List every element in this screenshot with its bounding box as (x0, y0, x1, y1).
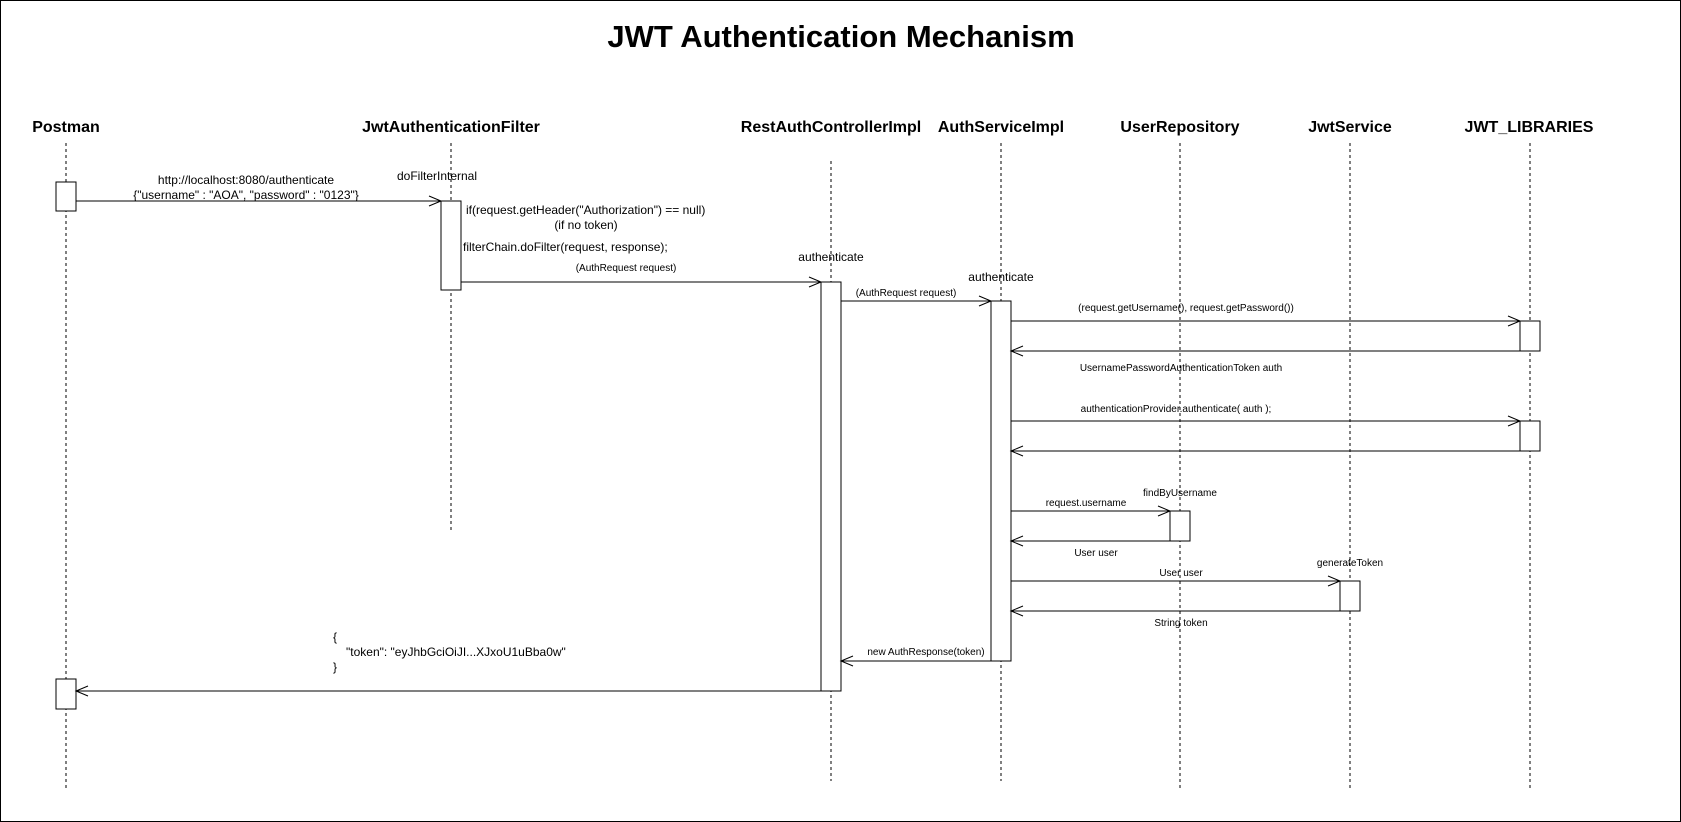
operation-do-filter-internal: doFilterInternal (397, 169, 477, 183)
activation-postman-request (55, 181, 77, 212)
activation-jwt-service (1339, 580, 1361, 612)
diagram-title: JWT Authentication Mechanism (607, 19, 1074, 54)
label-filter-to-controller: (AuthRequest request) (576, 263, 677, 274)
activation-auth-service (990, 300, 1012, 662)
note-response-open: { (333, 630, 337, 644)
note-request-url: http://localhost:8080/authenticate (158, 173, 334, 187)
participant-auth-service: AuthServiceImpl (938, 119, 1064, 136)
operation-service-authenticate: authenticate (968, 270, 1034, 284)
participant-user-repository: UserRepository (1120, 119, 1239, 136)
activation-postman-response (55, 678, 77, 710)
activation-rest-auth-controller (820, 281, 842, 692)
participant-jwt-service: JwtService (1308, 119, 1392, 136)
note-filter-chain: filterChain.doFilter(request, response); (463, 240, 668, 254)
label-provider-authenticate: authenticationProvider.authenticate( aut… (1081, 404, 1272, 415)
label-generate-user: User user (1159, 568, 1203, 579)
activation-jwt-libraries-credentials (1519, 320, 1541, 352)
note-response-token: "token": "eyJhbGciOiJI...XJxoU1uBba0w" (346, 645, 566, 659)
participant-jwt-authentication-filter: JwtAuthenticationFilter (362, 119, 540, 136)
operation-generate-token: generateToken (1317, 558, 1383, 569)
operation-find-by-username: findByUsername (1143, 488, 1217, 499)
note-header-check: if(request.getHeader("Authorization") ==… (466, 203, 705, 217)
label-controller-to-service: (AuthRequest request) (856, 288, 957, 299)
participant-rest-auth-controller: RestAuthControllerImpl (741, 119, 921, 136)
participant-jwt-libraries: JWT_LIBRARIES (1465, 119, 1594, 136)
label-credentials: (request.getUsername(), request.getPassw… (1078, 303, 1294, 314)
note-no-token: (if no token) (554, 218, 617, 232)
activation-jwt-libraries-provider (1519, 420, 1541, 452)
activation-jwt-authentication-filter (440, 200, 462, 291)
label-user-return: User user (1074, 548, 1118, 559)
note-request-body: {"username" : "AOA", "password" : "0123"… (133, 188, 359, 202)
activation-user-repository (1169, 510, 1191, 542)
participant-postman: Postman (32, 119, 100, 136)
label-auth-response: new AuthResponse(token) (867, 647, 984, 658)
label-auth-token-return: UsernamePasswordAuthenticationToken auth (1080, 363, 1282, 374)
operation-controller-authenticate: authenticate (798, 250, 864, 264)
label-token-return: String token (1154, 618, 1207, 629)
note-response-close: } (333, 660, 337, 674)
label-request-username: request.username (1046, 498, 1127, 509)
